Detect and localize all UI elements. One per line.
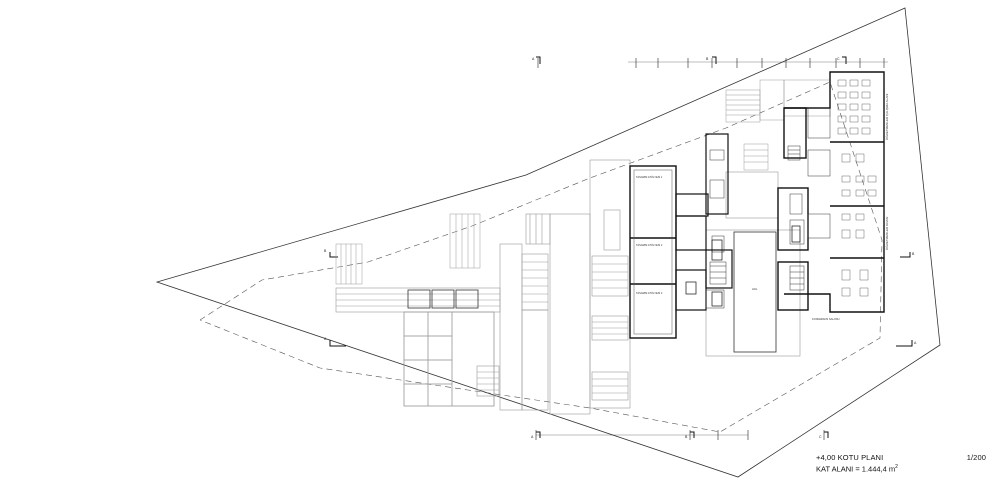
- section-marker-b-top: B: [706, 56, 717, 64]
- vertical-label-lower: ÖĞRETMENLER ODASI: [884, 216, 889, 250]
- room-label-class-1: TASARIM ATÖLYESİ 1: [636, 174, 663, 179]
- svg-text:A: A: [324, 337, 327, 341]
- setback-dashed-line: [199, 81, 883, 433]
- drawing-title: +4,00 KOTU PLANI: [816, 453, 884, 462]
- caption-title-row: +4,00 KOTU PLANI 1/200: [816, 453, 986, 462]
- connector-details: [705, 149, 727, 309]
- section-marker-a-top: A: [532, 56, 541, 64]
- room-label-class-3: TASARIM ATÖLYESİ 3: [636, 290, 663, 295]
- room-label-class-2: TASARIM ATÖLYESİ 2: [636, 242, 663, 247]
- section-marker-c-top: C: [837, 56, 847, 64]
- svg-text:B: B: [685, 435, 688, 439]
- conference-tables: [685, 225, 801, 307]
- middle-strips: [499, 213, 591, 415]
- svg-text:C: C: [819, 435, 822, 439]
- classroom-wing-inner: [633, 169, 673, 335]
- floor-area-unit: 2: [895, 464, 898, 470]
- svg-text:B: B: [324, 249, 327, 253]
- svg-text:A: A: [532, 57, 535, 61]
- svg-text:B: B: [706, 57, 709, 61]
- svg-text:C: C: [837, 57, 840, 61]
- section-marker-a-bottom: A: [531, 431, 541, 439]
- central-atrium: [705, 171, 801, 357]
- section-marker-b-bottom: B: [685, 431, 695, 439]
- section-marker-a-right: A: [896, 340, 917, 347]
- room-label-center: HOL: [752, 287, 758, 291]
- section-marker-a-left: A: [324, 337, 346, 347]
- svg-text:A: A: [531, 435, 534, 439]
- stepped-section: [589, 159, 631, 409]
- svg-text:A: A: [914, 341, 917, 345]
- grid-markers-bottom: [535, 430, 825, 440]
- classroom-wing: [629, 165, 677, 339]
- svg-text:B: B: [912, 252, 915, 256]
- drawing-scale: 1/200: [966, 453, 986, 462]
- grid-markers-top: [537, 58, 888, 68]
- section-marker-b-left: B: [324, 249, 338, 258]
- right-wing-details: [787, 107, 831, 291]
- desk-grid: [837, 79, 877, 297]
- left-terrace-dark: [407, 289, 479, 309]
- section-marker-c-bottom: C: [819, 431, 829, 439]
- floor-area-text: KAT ALANI = 1.444,4 m: [816, 464, 896, 474]
- room-label-lower-right: KONFERANS SALONU: [812, 317, 840, 321]
- drawing-caption: +4,00 KOTU PLANI 1/200 KAT ALANI = 1.444…: [816, 453, 986, 475]
- connector-block: [675, 133, 733, 311]
- floor-area: KAT ALANI = 1.444,4 m2: [816, 462, 986, 475]
- section-marker-b-right: B: [900, 252, 915, 258]
- site-boundary: [155, 7, 941, 478]
- left-terraces: [335, 287, 501, 407]
- left-stairs: [335, 213, 481, 285]
- vertical-label-upper: ÖĞRETMENLER ÇALIŞMA ALANI: [884, 93, 889, 140]
- top-stairs: [725, 79, 831, 171]
